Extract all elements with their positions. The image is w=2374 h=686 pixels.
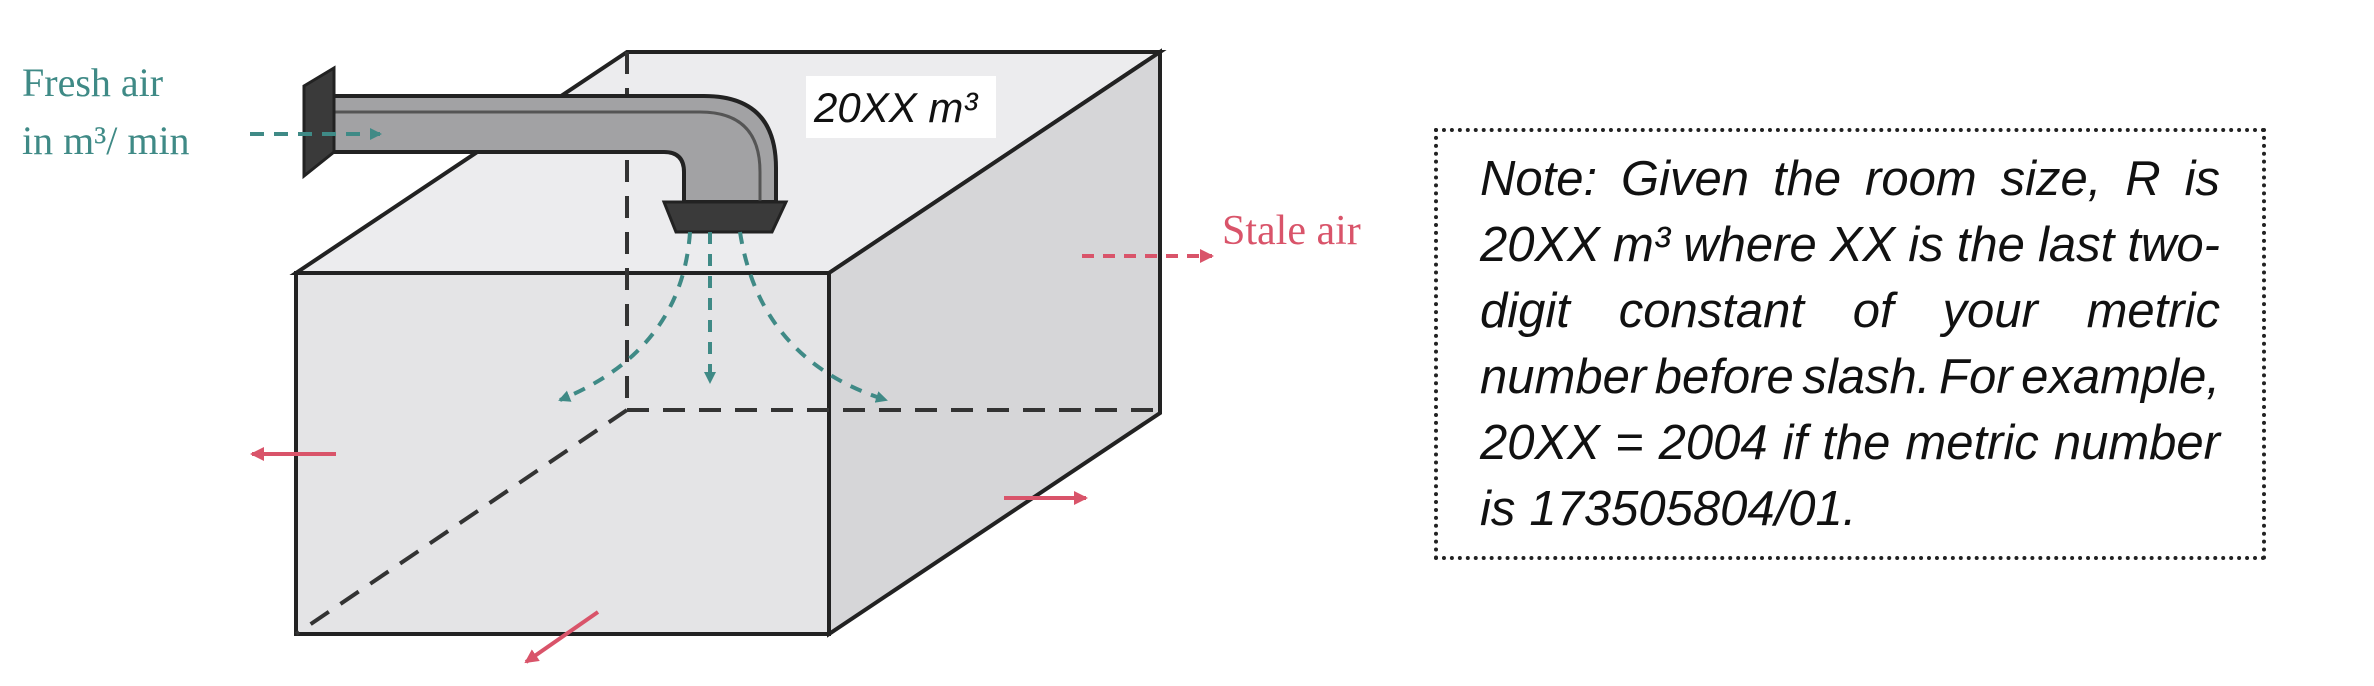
note-word: the — [1822, 416, 1891, 470]
stale-air-label: Stale air — [1222, 208, 1361, 254]
note-word: two- — [2127, 218, 2220, 272]
duct-inlet-flange — [302, 65, 336, 180]
ventilation-diagram: Fresh air in m³/ min 20XX m³ Stale air — [22, 48, 1361, 664]
note-word: is — [1480, 482, 1516, 536]
note-word: of — [1852, 284, 1894, 338]
note-word: size, — [2000, 152, 2102, 206]
note-word: number — [2053, 416, 2220, 470]
duct-outlet-flange — [661, 200, 789, 234]
note-word: 2004 — [1658, 416, 1768, 470]
volume-label-background — [806, 76, 996, 138]
note-word: if — [1782, 416, 1808, 470]
note-word: is — [1908, 218, 1944, 272]
room-volume-label: 20XX m³ — [813, 84, 978, 131]
note-word: 173505804/01. — [1529, 482, 1857, 536]
note-word: example, — [2021, 350, 2220, 404]
note-word: room — [1865, 152, 1977, 206]
note-word: m³ — [1612, 218, 1671, 272]
note-word: is — [2184, 152, 2220, 206]
air-duct — [302, 65, 789, 234]
note-word: XX — [1829, 218, 1896, 272]
note-word: metric — [1905, 416, 2039, 470]
stale-air-arrow-down — [524, 610, 600, 664]
note-word: before — [1654, 350, 1794, 404]
note-word: 20XX — [1480, 218, 1600, 272]
note-word: 20XX — [1480, 416, 1600, 470]
note-word: = — [1614, 416, 1644, 470]
note-word: Note: — [1480, 152, 1598, 206]
note-word: number — [1480, 350, 1647, 404]
note-word: constant — [1618, 284, 1804, 338]
note-word: metric — [2086, 284, 2220, 338]
note-word: the — [1956, 218, 2025, 272]
note-word: the — [1772, 152, 1842, 206]
hidden-edges — [294, 52, 1160, 636]
note-word: where — [1683, 218, 1817, 272]
note-word: For — [1939, 350, 2013, 404]
supply-airflow — [558, 231, 888, 403]
note-word: digit — [1480, 284, 1570, 338]
note-word: last — [2038, 218, 2115, 272]
note-word: your — [1942, 284, 2038, 338]
fresh-air-label-line1: Fresh air — [22, 60, 163, 105]
fresh-air-label-line2: in m³/ min — [22, 118, 190, 163]
note-word: Given — [1621, 152, 1750, 206]
note-word: slash. — [1802, 350, 1931, 404]
note-word: R — [2125, 152, 2161, 206]
